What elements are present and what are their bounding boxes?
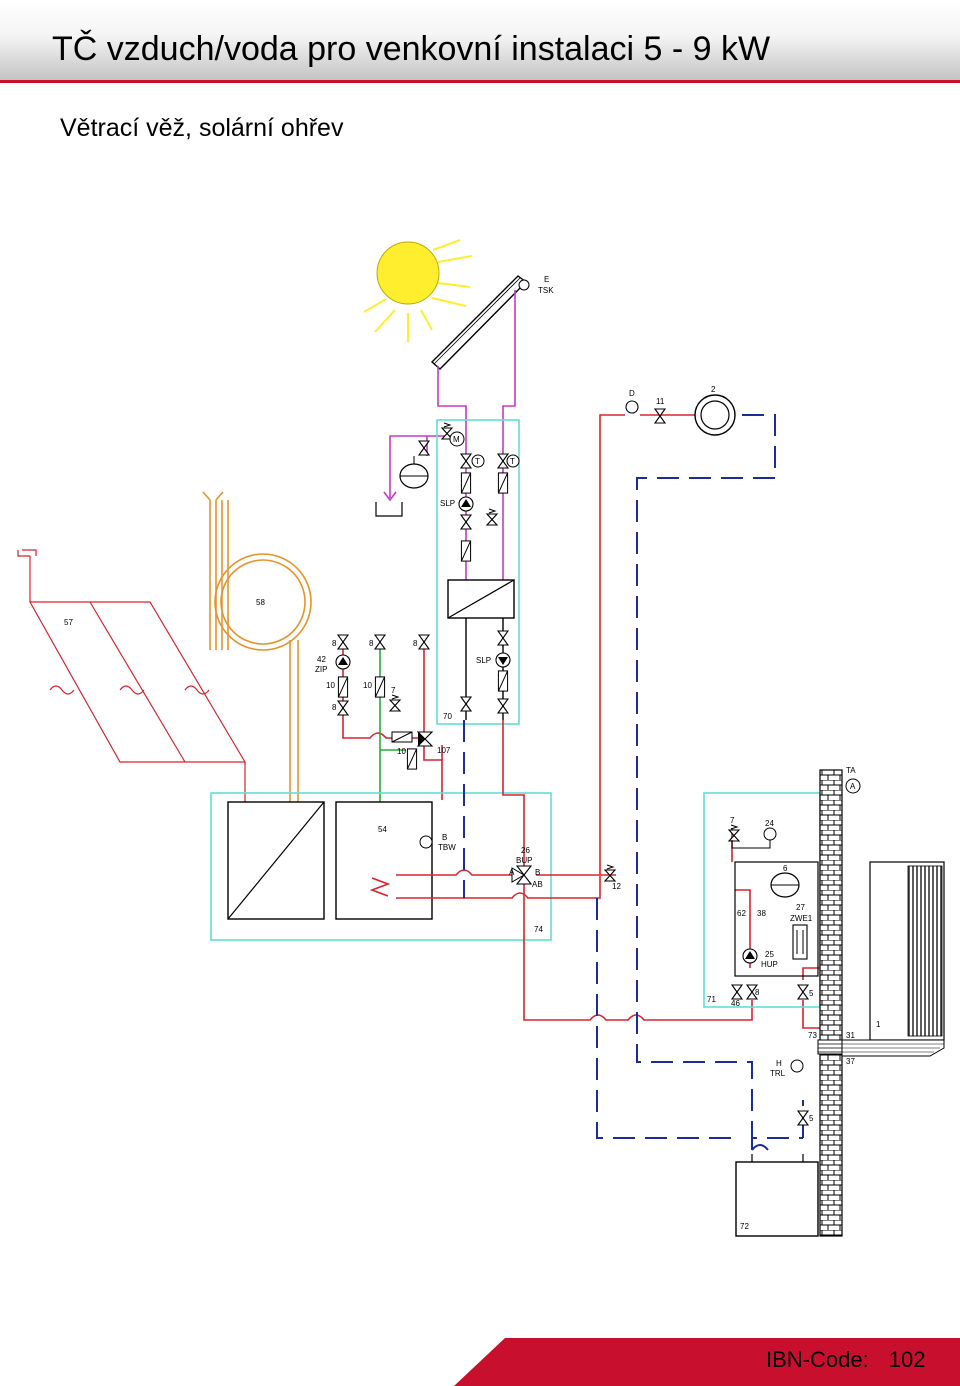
label-73: 73 xyxy=(808,1031,817,1040)
label-ta: TA xyxy=(846,766,856,775)
label-e: E xyxy=(544,275,549,284)
label-8a: 8 xyxy=(332,639,337,648)
label-24: 24 xyxy=(765,819,774,828)
expansion-vessel-solar xyxy=(399,456,429,489)
label-7b: 7 xyxy=(730,816,735,825)
label-2: 2 xyxy=(711,385,716,394)
label-ab: AB xyxy=(532,880,543,889)
label-10b: 10 xyxy=(363,681,372,690)
label-6: 6 xyxy=(783,864,788,873)
label-37: 37 xyxy=(846,1057,855,1066)
label-tbw: TBW xyxy=(438,843,456,852)
label-t2: T xyxy=(510,457,515,466)
label-zwe1: ZWE1 xyxy=(790,914,813,923)
label-10a: 10 xyxy=(326,681,335,690)
sensor-d xyxy=(625,400,639,414)
sensor-h xyxy=(790,1059,804,1073)
ground-collector xyxy=(17,549,247,805)
label-12: 12 xyxy=(612,882,621,891)
label-d: D xyxy=(629,389,635,398)
drain-tray xyxy=(375,502,403,517)
page-subtitle: Větrací věž, solární ohřev xyxy=(60,114,344,142)
footer-band xyxy=(454,1338,960,1386)
storage-group xyxy=(210,792,552,941)
label-31: 31 xyxy=(846,1031,855,1040)
building-wall xyxy=(819,769,843,1237)
label-8e: 8 xyxy=(755,988,760,997)
ibn-code: IBN-Code: 102 xyxy=(766,1347,925,1373)
label-bup: BUP xyxy=(516,856,532,865)
label-62: 62 xyxy=(737,909,746,918)
label-57: 57 xyxy=(64,618,73,627)
label-8d: 8 xyxy=(332,703,337,712)
storage-72 xyxy=(735,1161,819,1237)
hot-water-tank xyxy=(335,801,433,920)
label-8c: 8 xyxy=(413,639,418,648)
ibn-code-label: IBN-Code: xyxy=(766,1347,869,1372)
label-slp-2: SLP xyxy=(476,656,491,665)
ibn-code-value: 102 xyxy=(888,1347,926,1372)
label-38: 38 xyxy=(757,909,766,918)
label-74: 74 xyxy=(534,925,543,934)
label-a: A xyxy=(509,868,515,877)
label-trl: TRL xyxy=(770,1069,786,1078)
label-b: B xyxy=(442,833,447,842)
label-11: 11 xyxy=(656,397,665,406)
label-26: 26 xyxy=(521,846,530,855)
label-b2: B xyxy=(535,868,540,877)
label-72: 72 xyxy=(740,1222,749,1231)
label-58: 58 xyxy=(256,598,265,607)
sun xyxy=(363,239,473,342)
solar-circuit xyxy=(383,290,516,580)
page-title: TČ vzduch/voda pro venkovní instalaci 5 … xyxy=(52,30,771,68)
label-7a: 7 xyxy=(391,686,396,695)
solar-collector xyxy=(430,275,530,370)
label-54: 54 xyxy=(378,825,387,834)
label-42: 42 xyxy=(317,655,326,664)
label-10c: 10 xyxy=(397,747,406,756)
label-46: 46 xyxy=(731,999,740,1008)
label-5b: 5 xyxy=(809,1114,814,1123)
label-71: 71 xyxy=(707,995,716,1004)
label-zip: ZIP xyxy=(315,665,327,674)
label-slp-1: SLP xyxy=(440,499,455,508)
label-25: 25 xyxy=(765,950,774,959)
ventilation-tower xyxy=(202,491,312,805)
label-8b: 8 xyxy=(369,639,374,648)
label-t1: T xyxy=(475,457,480,466)
label-1: 1 xyxy=(876,1020,881,1029)
header-bar xyxy=(0,0,960,80)
label-107: 107 xyxy=(437,746,451,755)
label-70: 70 xyxy=(443,712,452,721)
hydraulic-module xyxy=(734,861,819,977)
solar-station-group xyxy=(436,419,520,725)
label-5a: 5 xyxy=(809,989,814,998)
electric-heater xyxy=(792,924,808,960)
label-27: 27 xyxy=(796,903,805,912)
label-h: H xyxy=(776,1059,782,1068)
label-m: M xyxy=(453,435,460,444)
outdoor-heat-pump xyxy=(841,861,945,1057)
label-hup: HUP xyxy=(761,960,778,969)
label-tsk: TSK xyxy=(538,286,554,295)
label-a2: A xyxy=(850,782,856,791)
header-rule xyxy=(0,80,960,83)
